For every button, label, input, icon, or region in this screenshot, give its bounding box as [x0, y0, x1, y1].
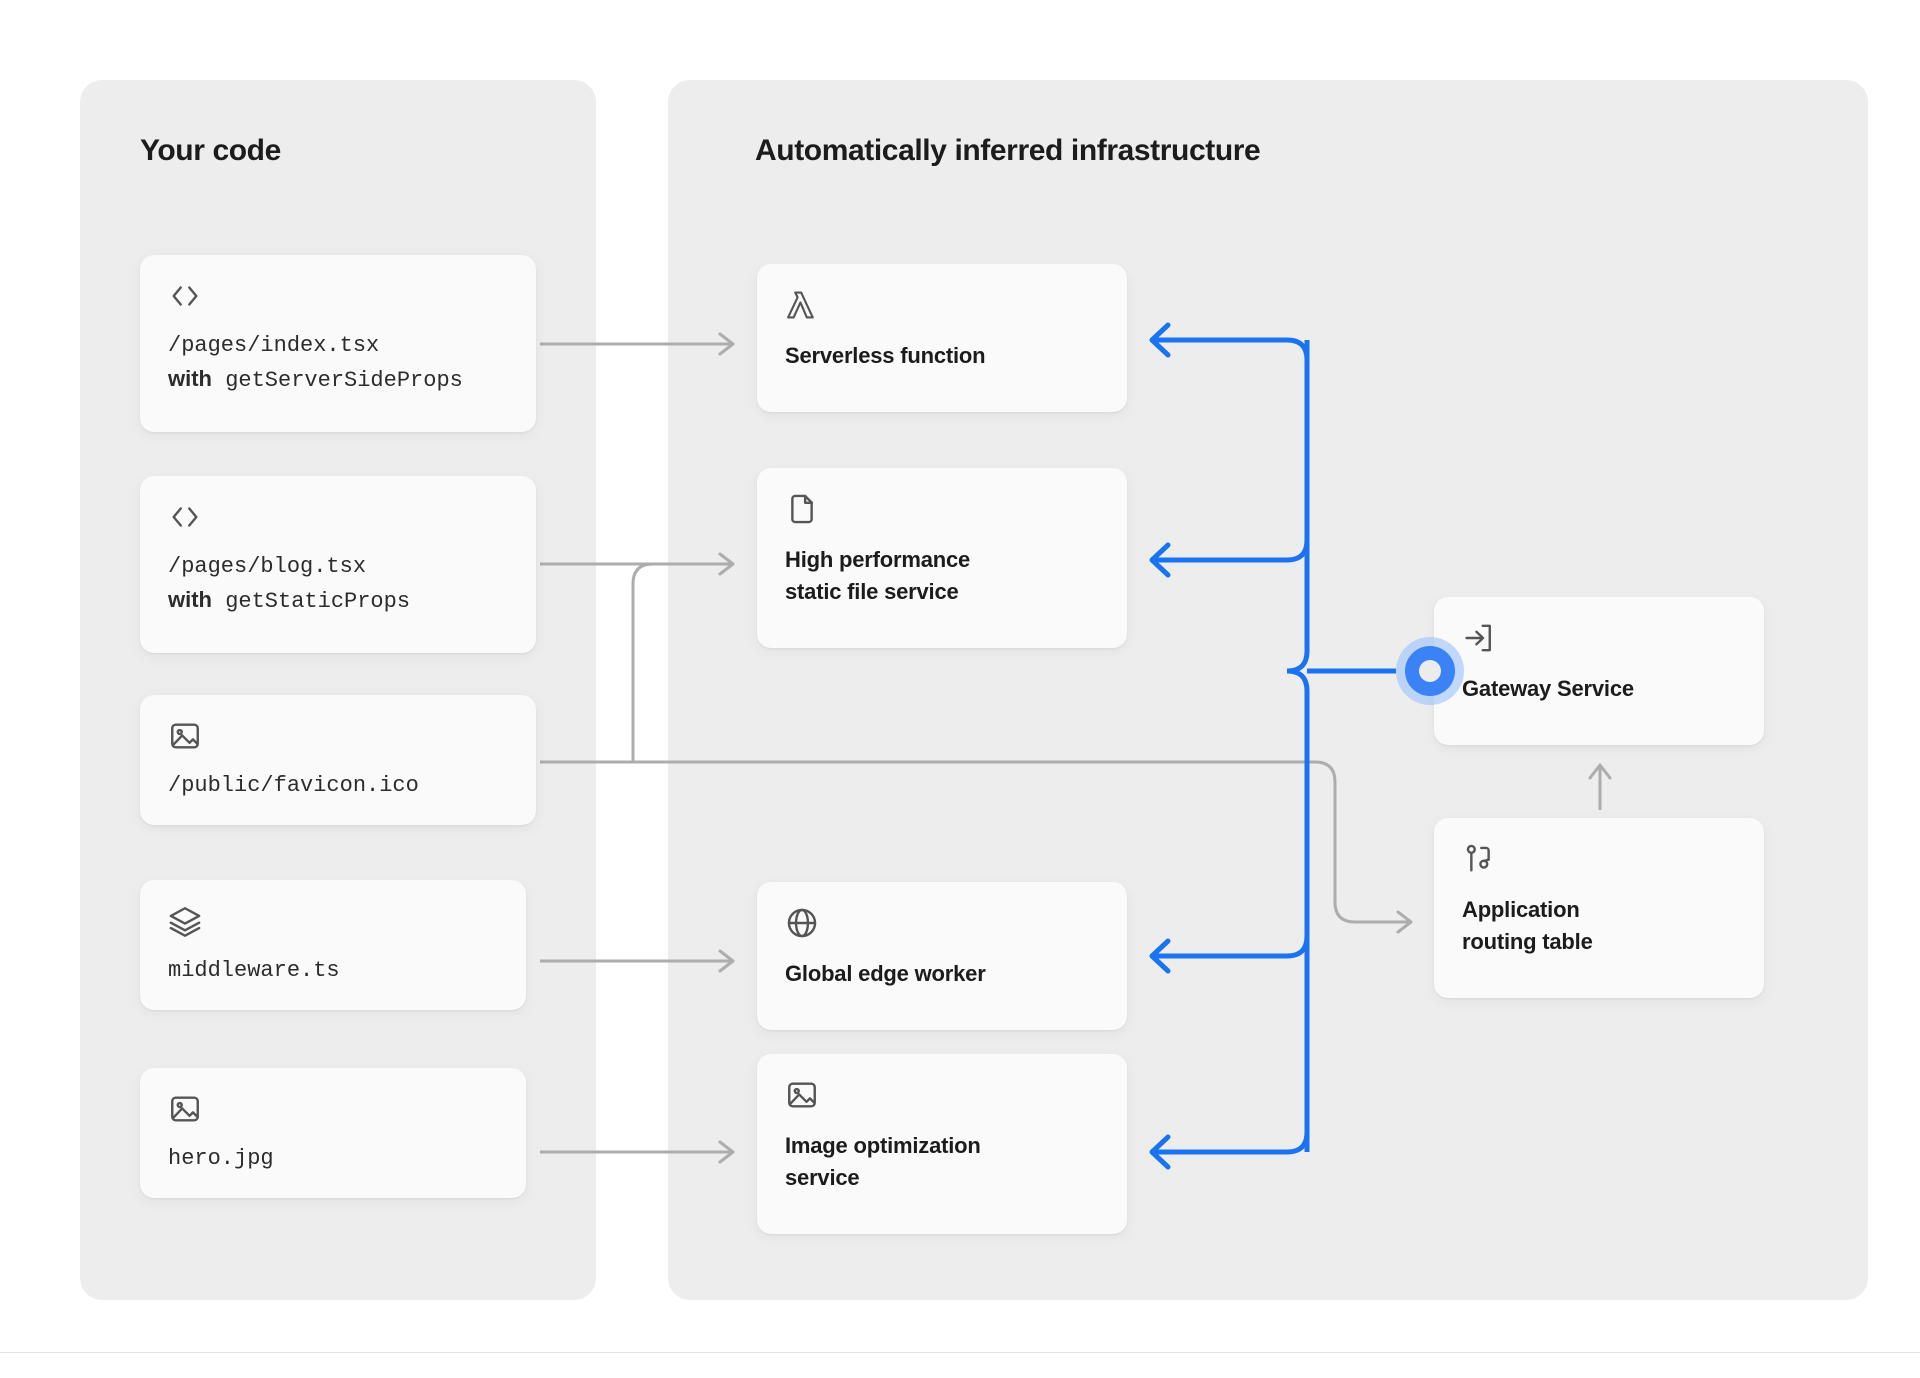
- code-card-middleware[interactable]: middleware.ts: [140, 880, 526, 1010]
- file-icon: [785, 492, 819, 526]
- infra-card-imgopt-label-1: Image optimization: [785, 1133, 981, 1158]
- infra-card-edge-label: Global edge worker: [785, 961, 986, 986]
- gateway-node-marker[interactable]: [1396, 637, 1464, 705]
- code-brackets-icon: [168, 500, 202, 534]
- infra-card-serverless-function[interactable]: Serverless function: [757, 264, 1127, 412]
- code-card-index-with: with getServerSideProps: [168, 362, 463, 397]
- git-branch-icon: [1462, 842, 1496, 876]
- fn-name: getServerSideProps: [225, 368, 463, 393]
- image-icon: [168, 719, 202, 753]
- code-brackets-icon: [168, 279, 202, 313]
- gateway-node-center: [1419, 660, 1441, 682]
- with-keyword: with: [168, 587, 212, 612]
- inferred-infrastructure-title: Automatically inferred infrastructure: [755, 134, 1261, 167]
- your-code-title: Your code: [140, 134, 281, 167]
- image-icon: [785, 1078, 819, 1112]
- infra-card-static-label-2: static file service: [785, 579, 959, 604]
- lambda-icon: [785, 288, 819, 322]
- code-card-middleware-path: middleware.ts: [168, 958, 340, 983]
- infra-card-static-label-1: High performance: [785, 547, 971, 572]
- globe-icon: [785, 906, 819, 940]
- code-card-blog[interactable]: /pages/blog.tsx with getStaticProps: [140, 476, 536, 653]
- code-card-blog-path: /pages/blog.tsx: [168, 554, 367, 579]
- infra-card-static-file-service[interactable]: High performance static file service: [757, 468, 1127, 648]
- with-keyword: with: [168, 366, 212, 391]
- code-card-index[interactable]: /pages/index.tsx with getServerSideProps: [140, 255, 536, 432]
- code-card-hero-path: hero.jpg: [168, 1146, 274, 1171]
- infra-card-routing-label-1: Application: [1462, 897, 1580, 922]
- code-card-favicon-path: /public/favicon.ico: [168, 773, 419, 798]
- login-arrow-icon: [1462, 621, 1496, 655]
- infra-card-gateway-service[interactable]: Gateway Service: [1434, 597, 1764, 745]
- bottom-divider: [0, 1352, 1920, 1353]
- infra-card-image-optimization-service[interactable]: Image optimization service: [757, 1054, 1127, 1234]
- code-card-index-path: /pages/index.tsx: [168, 333, 380, 358]
- infra-card-imgopt-label-2: service: [785, 1165, 860, 1190]
- layers-icon: [168, 904, 202, 938]
- fn-name: getStaticProps: [225, 589, 411, 614]
- infra-card-application-routing-table[interactable]: Application routing table: [1434, 818, 1764, 998]
- infra-card-global-edge-worker[interactable]: Global edge worker: [757, 882, 1127, 1030]
- code-card-hero[interactable]: hero.jpg: [140, 1068, 526, 1198]
- code-card-blog-with: with getStaticProps: [168, 583, 410, 618]
- infra-card-routing-label-2: routing table: [1462, 929, 1593, 954]
- code-card-favicon[interactable]: /public/favicon.ico: [140, 695, 536, 825]
- image-icon: [168, 1092, 202, 1126]
- infra-card-gateway-label: Gateway Service: [1462, 676, 1634, 701]
- infra-card-serverless-label: Serverless function: [785, 343, 986, 368]
